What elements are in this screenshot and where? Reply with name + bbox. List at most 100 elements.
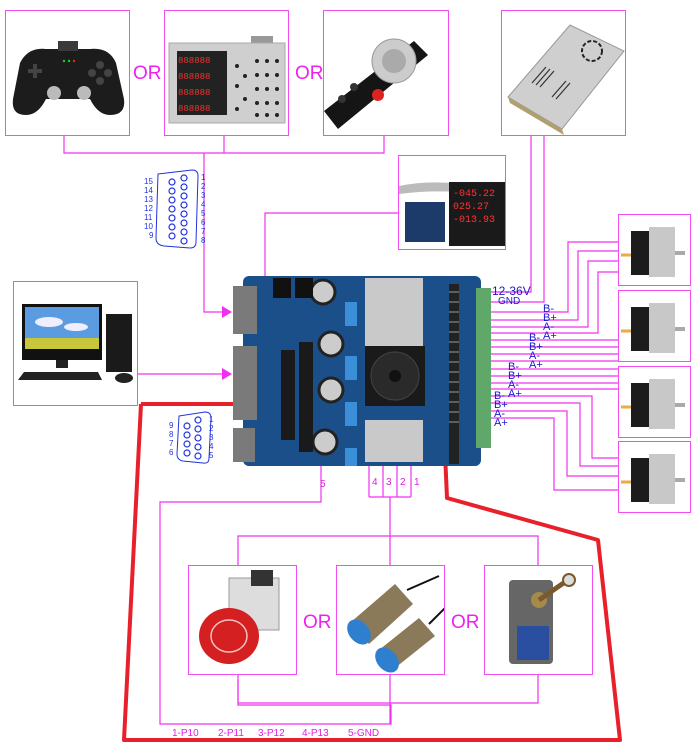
motor3-labels: B- B+ A- A+ [508,362,522,400]
db15-pin-5: 5 [201,209,206,218]
db15-pin-8: 8 [201,236,206,245]
readout-y: 025.27 [453,202,489,213]
stepper-motor-3 [618,366,691,438]
wire-m1-b-neg [490,241,620,313]
db9-pin-1: 1 [209,415,214,424]
stepper-motor-4 [618,441,691,513]
display-module-frame: -045.22 025.27 -013.93 [398,155,506,250]
db9-pin-2: 2 [209,424,214,433]
m4-a-neg-label: A- [494,408,505,420]
desktop-computer-icon [18,304,133,383]
db15-pin-6: 6 [201,218,206,227]
display-module-icon: -045.22 025.27 -013.93 [399,182,505,246]
wire-psu-neg [490,112,545,303]
m1-b-pos-label: B+ [543,312,557,324]
port-pin-2: 2 [400,477,406,488]
motor2-labels: B- B+ A- A+ [529,332,543,371]
db9-pin-9: 9 [169,421,174,430]
svg-text:888888: 888888 [178,72,210,82]
m1-b-neg-label: B- [543,303,554,315]
m4-b-neg-label: B- [494,390,505,402]
wire-m4-a-pos [490,417,620,491]
port-pin-4: 4 [372,477,378,488]
limit-switch-frame [484,565,593,675]
driver-board-icon [233,276,491,466]
emergency-stop-icon [199,570,280,664]
db15-pin-13: 13 [144,195,153,204]
power-gnd-label: GND [498,296,521,307]
db15-pin-4: 4 [201,200,206,209]
db15-pinout: 15 14 13 12 11 10 9 1 2 3 4 5 6 7 8 [140,169,210,250]
db15-pin-11: 11 [144,213,153,222]
gamepad-icon [12,41,125,115]
db15-pin-15: 15 [144,177,153,186]
wire-m4-a-neg [490,410,620,477]
emergency-stop-frame [188,565,297,675]
pin-map-p10: 1-P10 [172,728,199,739]
pin-map-gnd: 5-GND [348,728,380,739]
db9-pin-6: 6 [169,448,174,457]
db15-pin-2: 2 [201,182,206,191]
svg-text:888888: 888888 [178,88,210,98]
or-label-1: OR [133,63,162,84]
port-pin-5: 5 [320,479,326,490]
m3-a-neg-label: A- [508,379,519,391]
m3-b-pos-label: B+ [508,370,522,382]
arrow-to-db25 [222,368,232,380]
or-label-3: OR [303,612,332,633]
stepper-motor-1 [618,214,691,286]
svg-text:888888: 888888 [178,104,210,114]
gamepad-frame [5,10,130,136]
m2-a-neg-label: A- [529,350,540,362]
wire-limit-bottom [237,675,539,704]
wire-m4-b-neg [490,395,620,459]
db15-pin-7: 7 [201,227,206,236]
db9-connector-icon [176,411,212,464]
port-pin-1: 1 [414,477,420,488]
db9-pin-4: 4 [209,442,214,451]
db15-connector-icon [155,169,199,249]
power-supply-frame [501,10,626,136]
pin-map-p13: 4-P13 [302,728,329,739]
wire-limit-top [237,535,539,565]
wire-m4-b-pos [490,402,620,467]
or-label-2: OR [295,63,324,84]
m3-a-pos-label: A+ [508,388,522,400]
svg-text:888888: 888888 [178,56,210,66]
arrow-to-db15 [222,306,232,318]
handwheel-frame [323,10,449,136]
db9-pin-3: 3 [209,433,214,442]
handwheel-icon [324,38,428,129]
wire-bus-to-board [203,153,228,313]
readout-x: -045.22 [453,189,495,200]
db9-pinout: 9 8 7 6 1 2 3 4 5 [165,411,225,467]
wire-m1-b-pos [490,250,620,321]
pin-map-p12: 3-P12 [258,728,285,739]
proximity-sensor-frame [336,565,445,675]
power-supply-icon [507,24,625,135]
motor1-labels: B- B+ A- A+ [543,303,557,342]
limit-switch-icon [509,573,576,664]
db15-pin-14: 14 [144,186,153,195]
m2-b-neg-label: B- [529,332,540,344]
stepper-motor-icon [621,379,685,429]
m2-b-pos-label: B+ [529,341,543,353]
wire-m1-a-neg [490,260,620,328]
stepper-motor-icon [621,454,685,504]
db9-pin-5: 5 [209,451,214,460]
computer-frame [13,281,138,406]
keypad-frame: 888888 888888 888888 888888 [164,10,289,136]
wire-psu-pos [490,112,532,293]
stepper-motor-icon [621,303,685,353]
pin-map-p11: 2-P11 [218,728,244,739]
db15-pin-3: 3 [201,191,206,200]
m1-a-neg-label: A- [543,321,554,333]
db9-pin-8: 8 [169,430,174,439]
or-label-4: OR [451,612,480,633]
port-pin-3: 3 [386,477,392,488]
wire-m1-a-pos [490,271,620,334]
m2-a-pos-label: A+ [529,359,543,371]
db15-pin-9: 9 [149,231,154,240]
m1-a-pos-label: A+ [543,330,557,342]
m4-a-pos-label: A+ [494,417,508,429]
